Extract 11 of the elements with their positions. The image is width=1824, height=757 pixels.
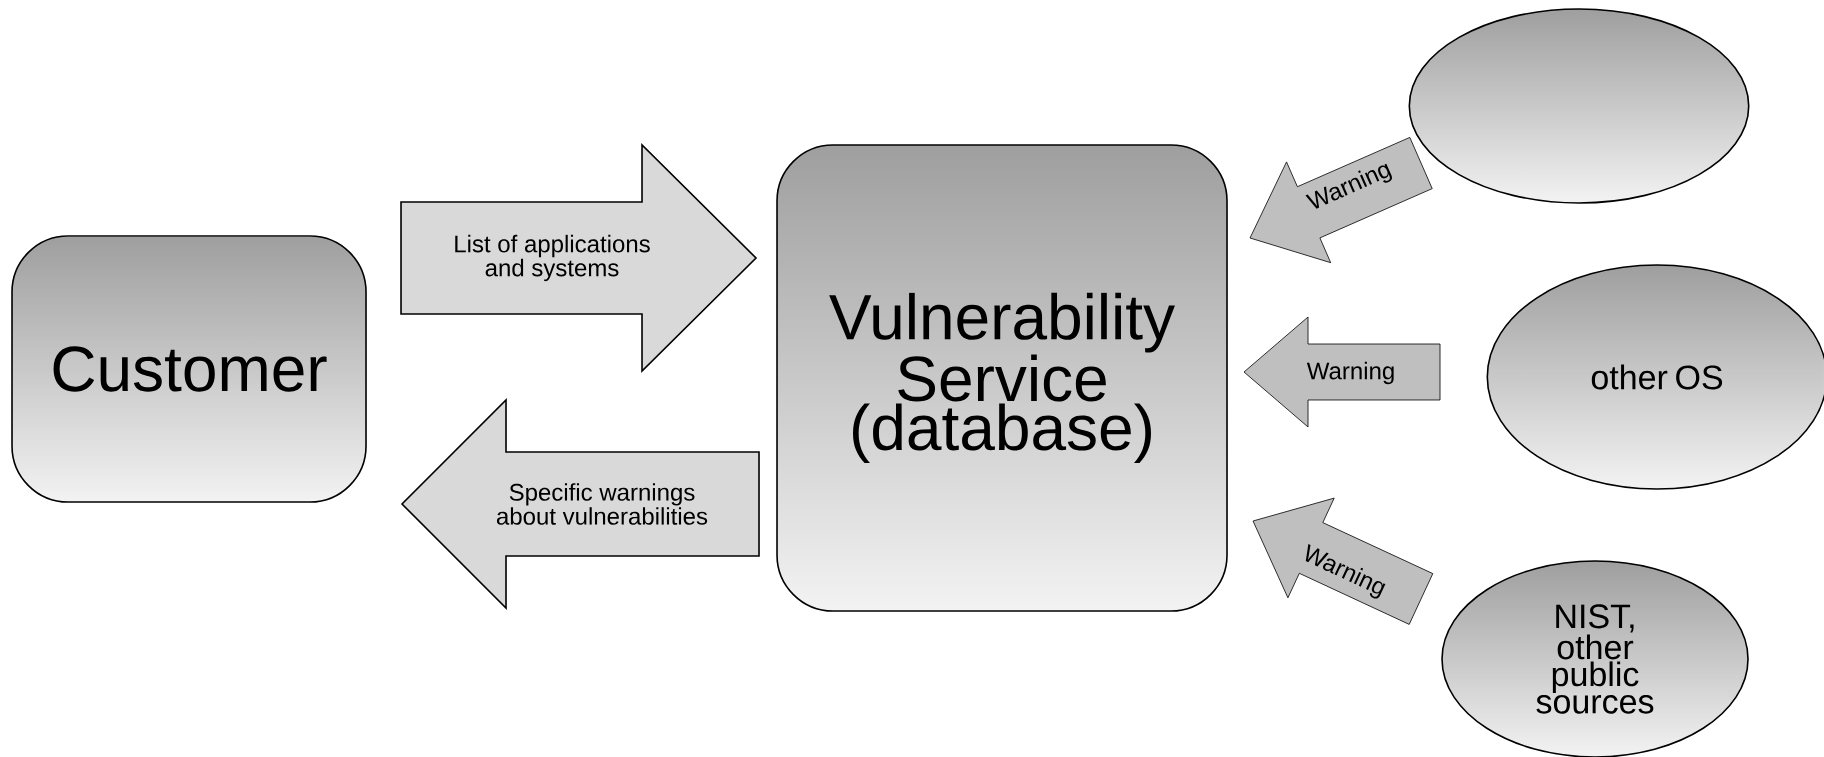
edge-label: List of applications and systems: [455, 234, 650, 282]
customer-box: Customer: [11, 235, 367, 503]
edge-label: Specific warnings about vulnerabilities: [496, 483, 708, 525]
service-box: Vulnerability Service (database): [776, 144, 1228, 612]
block-arrow: [400, 398, 760, 610]
arrow: [1249, 137, 1433, 264]
source-ellipse: [1408, 8, 1750, 204]
block-arrow: [400, 143, 758, 373]
arrow: [1252, 497, 1434, 625]
arrow: [1243, 316, 1441, 428]
edge-label: Warning: [1306, 361, 1394, 385]
